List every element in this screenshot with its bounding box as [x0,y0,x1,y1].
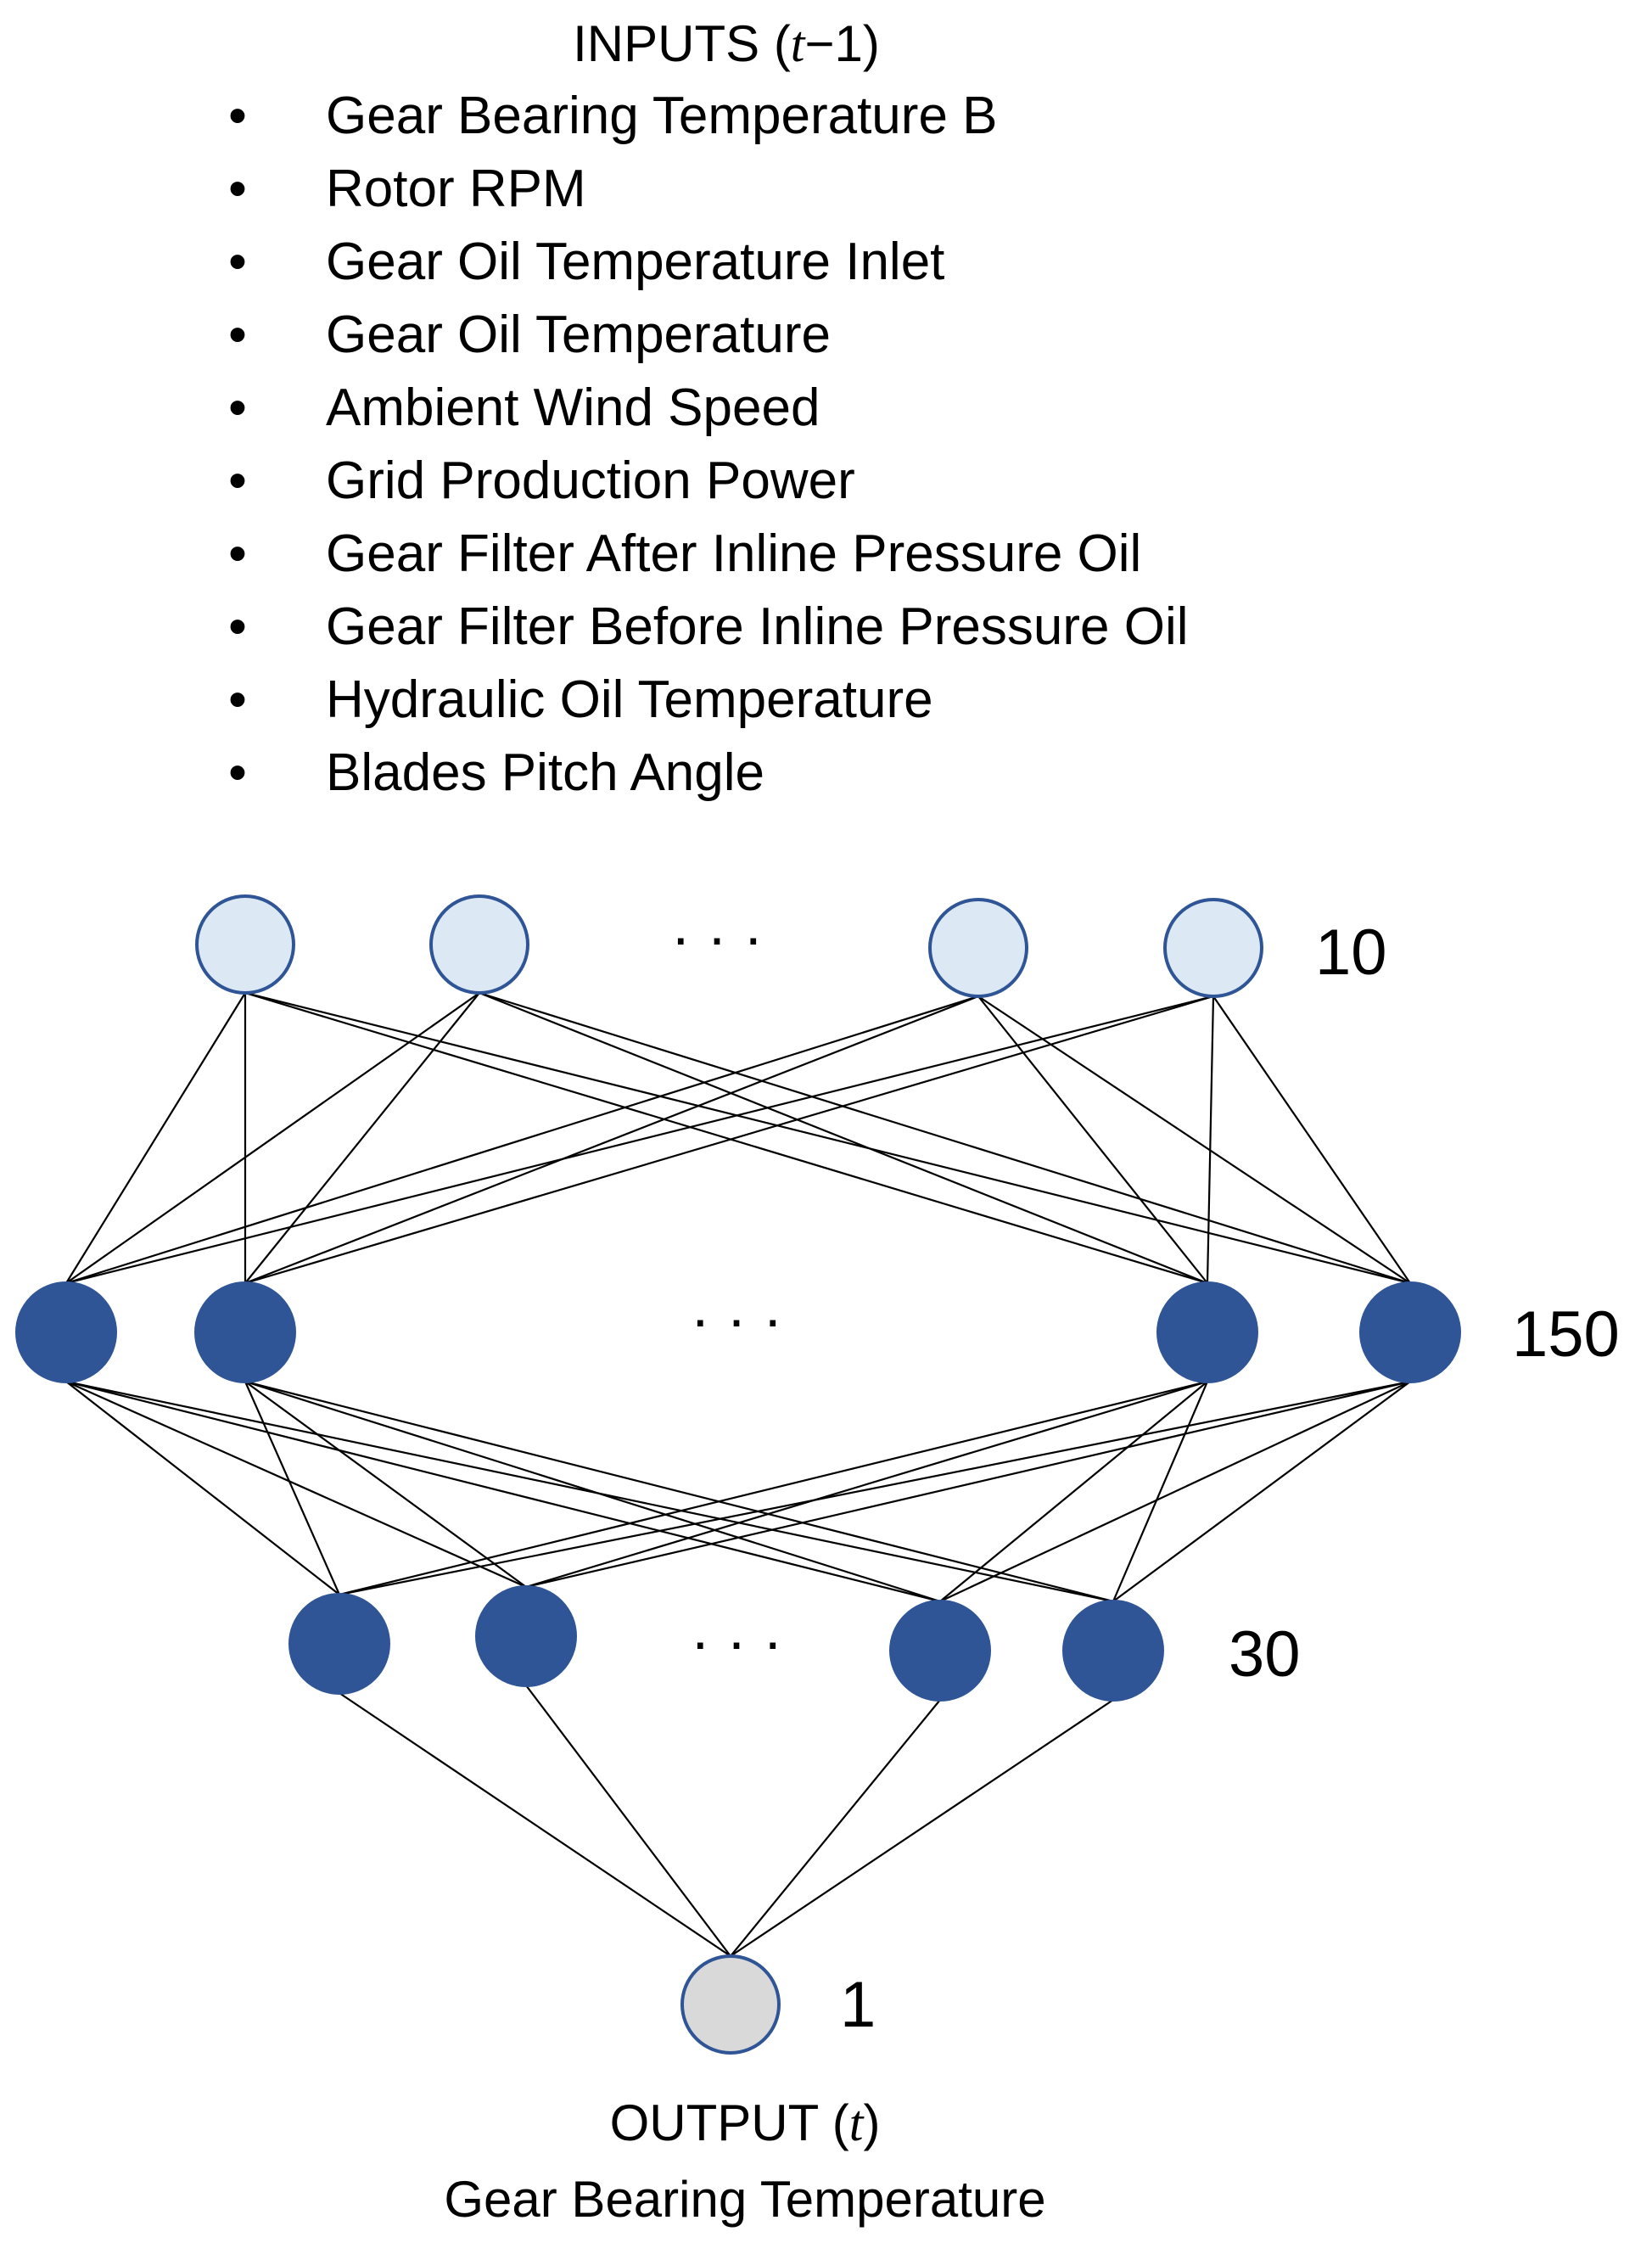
bullet-icon: • [228,670,247,729]
input-feature-item: Gear Filter Before Inline Pressure Oil [326,597,1189,656]
connection-line [730,1699,1114,1957]
connection-line [244,991,1411,1285]
bullet-icon: • [228,233,247,291]
neurons [15,894,1461,2055]
connection-lines [65,991,1411,1957]
inputs-title-suffix: −1) [804,15,879,72]
input-layer-count: 10 [1315,917,1387,989]
connection-line [244,995,1214,1285]
connection-line [730,1699,941,1957]
hidden-2-neuron [1062,1600,1164,1702]
input-feature-item: Hydraulic Oil Temperature [326,670,933,729]
hidden-layer-2-count: 30 [1229,1618,1301,1690]
output-title-prefix: OUTPUT ( [610,2094,849,2151]
connection-line [1112,1381,1411,1602]
connection-line [977,995,1208,1284]
connection-line [339,1692,731,1957]
bullet-icon: • [228,524,247,583]
connection-line [1206,995,1215,1284]
hidden-2-neuron [475,1585,577,1687]
input-neuron [429,894,529,995]
connection-line [244,1380,1114,1603]
input-feature-item: Gear Oil Temperature Inlet [326,233,944,291]
input-feature-list: • Gear Bearing Temperature B • Rotor RPM • Ge… [228,87,1188,802]
hidden-2-neuron [288,1593,390,1695]
input-neuron [928,898,1028,998]
output-layer-count: 1 [840,1969,876,2041]
connection-line [65,992,246,1284]
input-feature-item: Gear Filter After Inline Pressure Oil [326,524,1141,583]
input-layer-ellipsis: · · · [671,904,764,970]
connection-line [525,1380,1208,1589]
connection-line [479,991,1208,1285]
output-neuron [680,1954,781,2055]
hidden-1-neuron [194,1281,296,1383]
input-feature-item: Ambient Wind Speed [326,378,820,437]
connection-line [65,992,480,1284]
hidden-layer-1-count: 150 [1512,1298,1620,1371]
connection-line [1112,1381,1209,1602]
bullet-icon: • [228,160,247,218]
connection-line [939,1381,1208,1602]
bullet-icon: • [228,743,247,802]
connection-line [244,1381,527,1588]
bullet-icon: • [228,451,247,510]
connection-line [339,1380,1411,1596]
connection-line [479,991,1411,1285]
output-title-suffix: ) [863,2094,880,2151]
connection-line [525,1380,1411,1589]
connection-line [244,991,1208,1285]
connection-line [244,1380,941,1603]
hidden-1-neuron [15,1281,117,1383]
connection-line [244,1381,341,1595]
bullet-icon: • [228,306,247,364]
input-feature-item: Rotor RPM [326,160,586,218]
connection-line [339,1380,1208,1596]
hidden-1-neuron [1359,1281,1461,1383]
bullet-icon: • [228,597,247,656]
connection-line [939,1381,1411,1602]
hidden-layer-2-ellipsis: · · · [691,1608,783,1674]
connection-line [65,995,1214,1285]
output-title-variable: t [849,2095,865,2151]
inputs-title-variable: t [791,16,806,72]
hidden-1-neuron [1156,1281,1258,1383]
hidden-2-neuron [889,1600,991,1702]
input-feature-item: Gear Oil Temperature [326,306,831,364]
bullet-icon: • [228,378,247,437]
hidden-layer-1-ellipsis: · · · [691,1286,783,1352]
connection-line [244,995,979,1285]
output-title: OUTPUT (t) [610,2094,881,2151]
input-feature-item: Grid Production Power [326,451,855,510]
connection-line [1212,995,1411,1284]
connection-line [65,995,979,1285]
input-neuron [1163,898,1263,998]
inputs-title-prefix: INPUTS ( [573,15,791,72]
output-label: Gear Bearing Temperature [444,2171,1045,2228]
connection-line [65,1381,340,1595]
connection-line [65,1380,941,1603]
connection-line [525,1685,731,1957]
connection-line [244,992,480,1284]
bullet-icon: • [228,87,247,145]
inputs-title: INPUTS (t−1) [573,15,880,72]
input-feature-item: Blades Pitch Angle [326,743,764,802]
connection-line [65,1380,527,1589]
input-neuron [195,894,295,995]
input-feature-item: Gear Bearing Temperature B [326,87,998,145]
